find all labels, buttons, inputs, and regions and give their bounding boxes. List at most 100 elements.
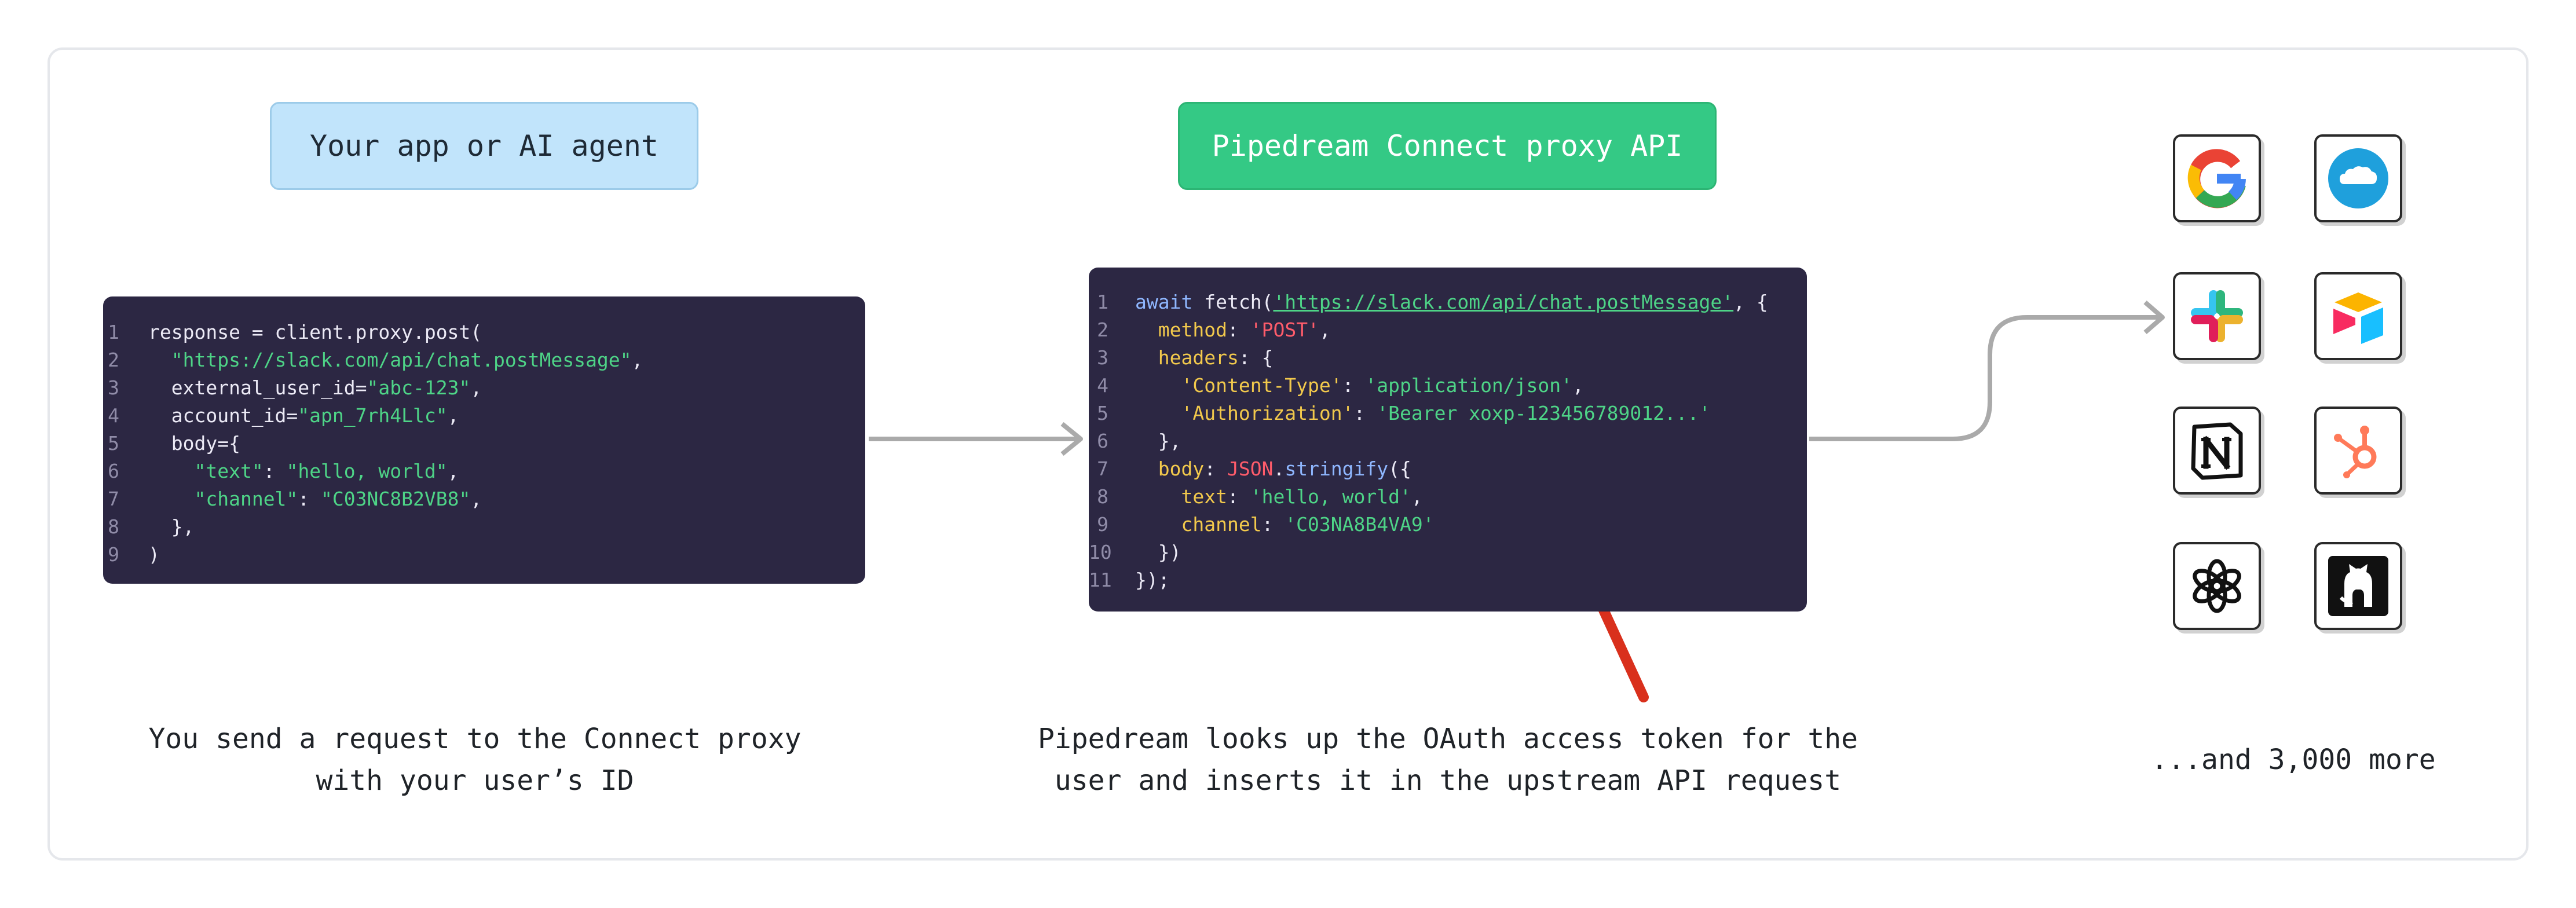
code-text: await fetch('https://slack.com/api/chat.… <box>1135 288 1768 316</box>
js-code-line: 5 'Authorization': 'Bearer xoxp-12345678… <box>1089 400 1807 427</box>
code-token <box>148 488 194 510</box>
code-token: 'https://slack.com/api/chat.postMessage' <box>1273 291 1734 313</box>
code-token: body={ <box>148 432 240 455</box>
code-text: "text": "hello, world", <box>148 457 459 485</box>
code-token: account_id= <box>148 404 298 427</box>
code-token <box>1135 318 1158 341</box>
js-code-line: 7 body: JSON.stringify({ <box>1089 455 1807 483</box>
code-token: 'POST' <box>1250 318 1319 341</box>
code-token: 'Bearer xoxp-123456789012...' <box>1377 402 1711 424</box>
python-code-line: 2 "https://slack.com/api/chat.postMessag… <box>103 346 865 374</box>
code-token: }); <box>1135 569 1170 591</box>
code-token: , <box>1572 374 1584 397</box>
code-text: 'Content-Type': 'application/json', <box>1135 372 1584 400</box>
code-token <box>1135 374 1181 397</box>
code-token: : { <box>1238 346 1274 369</box>
code-token: : <box>1227 318 1250 341</box>
code-token: ({ <box>1388 457 1411 480</box>
line-number: 2 <box>108 349 119 371</box>
code-text: headers: { <box>1135 344 1274 372</box>
code-token: "abc-123" <box>367 376 471 399</box>
code-token <box>1135 457 1158 480</box>
code-token: text <box>1181 485 1227 508</box>
code-token: : <box>1227 485 1250 508</box>
hubspot-icon <box>2314 407 2402 495</box>
code-token: ) <box>148 543 160 566</box>
slack-icon <box>2173 272 2261 360</box>
code-token: body <box>1158 457 1205 480</box>
line-number: 8 <box>1097 485 1108 508</box>
code-text: }) <box>1135 539 1181 566</box>
line-number: 6 <box>108 460 119 482</box>
js-code-line: 2 method: 'POST', <box>1089 316 1807 344</box>
caption-line: user and inserts it in the upstream API … <box>1054 764 1842 797</box>
code-token: , <box>447 460 459 482</box>
code-token: external_user_id= <box>148 376 367 399</box>
js-code-line: 8 text: 'hello, world', <box>1089 483 1807 511</box>
code-token <box>1135 402 1181 424</box>
send-request-caption: You send a request to the Connect proxy … <box>127 718 822 801</box>
code-token: "text" <box>194 460 264 482</box>
code-text: "https://slack.com/api/chat.postMessage"… <box>148 346 643 374</box>
line-number: 4 <box>108 404 119 427</box>
code-token <box>1135 513 1181 536</box>
code-token: JSON <box>1227 457 1274 480</box>
line-number: 5 <box>1097 402 1108 424</box>
code-token: 'application/json' <box>1365 374 1573 397</box>
code-text: method: 'POST', <box>1135 316 1331 344</box>
line-number: 3 <box>108 376 119 399</box>
code-token: : <box>1342 374 1366 397</box>
code-token: }, <box>1135 430 1181 452</box>
notion-icon <box>2173 407 2261 495</box>
js-code-line: 3 headers: { <box>1089 344 1807 372</box>
code-token: "hello, world" <box>286 460 448 482</box>
code-text: channel: 'C03NA8B4VA9' <box>1135 511 1435 539</box>
js-code-line: 11}); <box>1089 566 1807 594</box>
code-text: external_user_id="abc-123", <box>148 374 482 402</box>
code-token: channel <box>1181 513 1262 536</box>
code-token: , <box>447 404 459 427</box>
line-number: 7 <box>108 488 119 510</box>
code-token: method <box>1158 318 1227 341</box>
code-token: }) <box>1135 541 1181 563</box>
line-number: 10 <box>1089 541 1112 563</box>
code-token: headers <box>1158 346 1239 369</box>
line-number: 3 <box>1097 346 1108 369</box>
code-token: : <box>1353 402 1377 424</box>
python-code-line: 9) <box>103 541 865 569</box>
code-token: "apn_7rh4Llc" <box>298 404 448 427</box>
google-icon <box>2173 134 2261 222</box>
js-code-line: 6 }, <box>1089 427 1807 455</box>
code-text: }, <box>1135 427 1181 455</box>
code-token: 'Authorization' <box>1181 402 1354 424</box>
code-token <box>148 460 194 482</box>
python-code-line: 3 external_user_id="abc-123", <box>103 374 865 402</box>
code-token: "https://slack.com/api/chat.postMessage" <box>171 349 632 371</box>
code-text: }, <box>148 513 195 541</box>
code-token: : <box>263 460 287 482</box>
line-number: 11 <box>1089 569 1112 591</box>
github-icon <box>2314 542 2402 630</box>
code-text: body={ <box>148 430 240 457</box>
code-text: 'Authorization': 'Bearer xoxp-1234567890… <box>1135 400 1710 427</box>
airtable-icon <box>2314 272 2402 360</box>
line-number: 5 <box>108 432 119 455</box>
connect-proxy-box: Pipedream Connect proxy API <box>1178 102 1717 190</box>
code-token: , { <box>1733 291 1768 313</box>
token-insert-caption: Pipedream looks up the OAuth access toke… <box>985 718 1911 801</box>
code-token: 'C03NA8B4VA9' <box>1285 513 1435 536</box>
js-code-line: 10 }) <box>1089 539 1807 566</box>
code-token: "channel" <box>194 488 298 510</box>
js-code-line: 4 'Content-Type': 'application/json', <box>1089 372 1807 400</box>
code-text: text: 'hello, world', <box>1135 483 1422 511</box>
code-token <box>1135 346 1158 369</box>
line-number: 7 <box>1097 457 1108 480</box>
line-number: 8 <box>108 515 119 538</box>
line-number: 9 <box>108 543 119 566</box>
line-number: 2 <box>1097 318 1108 341</box>
code-token <box>148 349 171 371</box>
line-number: 4 <box>1097 374 1108 397</box>
